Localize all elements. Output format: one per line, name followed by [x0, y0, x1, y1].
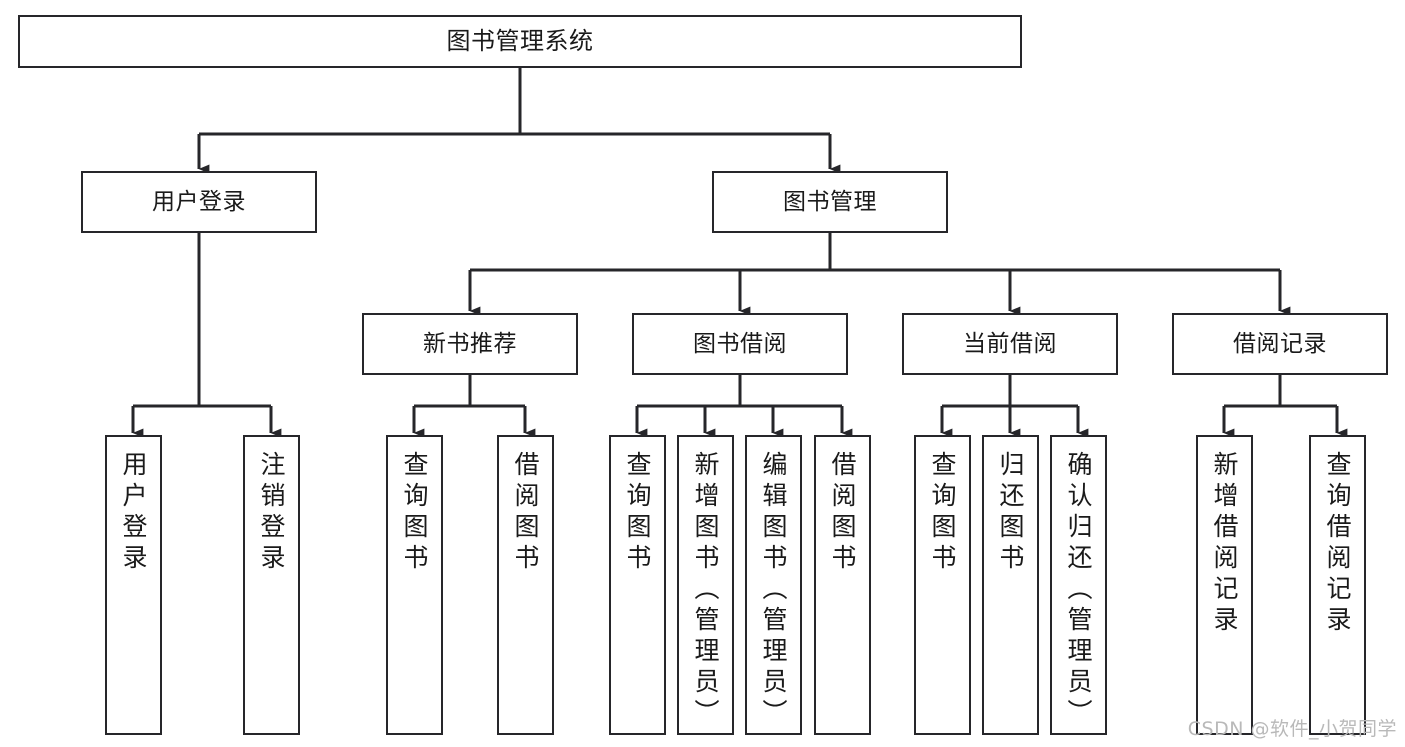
leaf-add-book-admin[interactable]: 新增图书（管理员） — [677, 435, 734, 735]
node-label: 编辑图书（管理员） — [759, 451, 788, 730]
node-label: 借阅记录 — [1233, 330, 1327, 357]
node-label: 新书推荐 — [423, 330, 517, 357]
node-label: 借阅图书 — [511, 451, 540, 575]
node-label: 图书借阅 — [693, 330, 787, 357]
node-label: 图书管理系统 — [446, 26, 594, 55]
leaf-edit-book-admin[interactable]: 编辑图书（管理员） — [745, 435, 802, 735]
node-label: 用户登录 — [119, 451, 148, 575]
node-book-borrow[interactable]: 图书借阅 — [632, 313, 848, 375]
leaf-query-borrow-record[interactable]: 查询借阅记录 — [1309, 435, 1366, 735]
leaf-logout[interactable]: 注销登录 — [243, 435, 300, 735]
leaf-query-book-recommend[interactable]: 查询图书 — [386, 435, 443, 735]
node-borrow-record[interactable]: 借阅记录 — [1172, 313, 1388, 375]
node-label: 归还图书 — [996, 451, 1025, 575]
node-label: 新增借阅记录 — [1210, 451, 1239, 637]
node-book-management[interactable]: 图书管理 — [712, 171, 948, 233]
node-label: 查询借阅记录 — [1323, 451, 1352, 637]
node-label: 查询图书 — [928, 451, 957, 575]
leaf-confirm-return-admin[interactable]: 确认归还（管理员） — [1050, 435, 1107, 735]
leaf-borrow-book[interactable]: 借阅图书 — [814, 435, 871, 735]
node-label: 借阅图书 — [828, 451, 857, 575]
csdn-watermark: CSDN @软件_小贺同学 — [1187, 718, 1397, 740]
node-label: 新增图书（管理员） — [691, 451, 720, 730]
leaf-query-book-current[interactable]: 查询图书 — [914, 435, 971, 735]
node-label: 当前借阅 — [963, 330, 1057, 357]
node-label: 注销登录 — [257, 451, 286, 575]
leaf-add-borrow-record[interactable]: 新增借阅记录 — [1196, 435, 1253, 735]
node-current-borrow[interactable]: 当前借阅 — [902, 313, 1118, 375]
node-new-book-recommend[interactable]: 新书推荐 — [362, 313, 578, 375]
node-label: 查询图书 — [400, 451, 429, 575]
node-user-login[interactable]: 用户登录 — [81, 171, 317, 233]
leaf-user-login[interactable]: 用户登录 — [105, 435, 162, 735]
leaf-borrow-book-recommend[interactable]: 借阅图书 — [497, 435, 554, 735]
node-root-library-management-system[interactable]: 图书管理系统 — [18, 15, 1022, 68]
node-label: 用户登录 — [152, 188, 246, 215]
leaf-query-book-borrow[interactable]: 查询图书 — [609, 435, 666, 735]
leaf-return-book[interactable]: 归还图书 — [982, 435, 1039, 735]
node-label: 查询图书 — [623, 451, 652, 575]
node-label: 图书管理 — [783, 188, 877, 215]
node-label: 确认归还（管理员） — [1064, 451, 1093, 730]
